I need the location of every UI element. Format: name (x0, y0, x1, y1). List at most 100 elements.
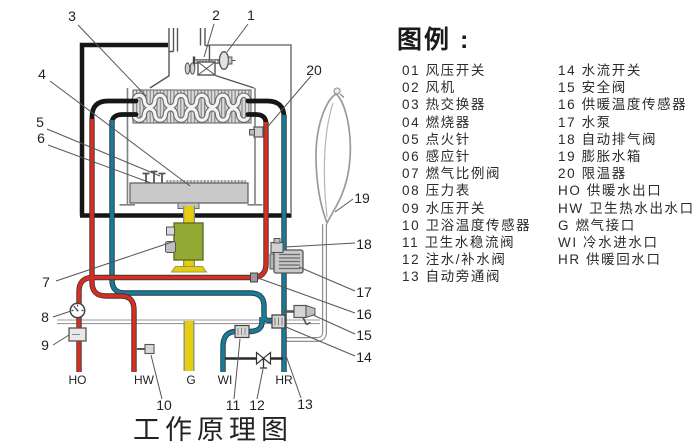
legend-item: 04 燃烧器 (402, 114, 471, 130)
legend-item: 16 供暖温度传感器 (558, 97, 688, 113)
legend-item: 14 水流开关 (558, 63, 642, 78)
leader-14 (285, 326, 356, 357)
cold-return-pipes (109, 115, 287, 372)
callout-5: 5 (36, 114, 44, 130)
leader-15 (312, 314, 356, 335)
limiter-icon (249, 126, 264, 138)
pressure-gauge-icon (69, 302, 86, 319)
callout-13: 13 (297, 396, 313, 412)
legend-item: HR 供暖回水口 (558, 252, 662, 268)
leader-10 (150, 354, 163, 400)
combustion-chamber (119, 88, 263, 206)
legend-item: 18 自动排气阀 (558, 131, 658, 147)
leader-7 (55, 240, 176, 282)
ignition-needles (142, 170, 166, 183)
leader-8 (52, 310, 72, 318)
figure-title: 工作原理图 (133, 415, 293, 445)
callout-19: 19 (354, 190, 370, 206)
bypass-line (225, 351, 283, 369)
legend-title: 图例 : (397, 26, 471, 54)
valve-coil-upper (166, 226, 175, 236)
leader-3 (77, 24, 147, 97)
fan-assembly (184, 51, 236, 76)
callout-1: 1 (247, 7, 255, 23)
callout-labels: 1 2 3 4 5 6 7 8 9 10 11 12 13 14 15 16 1… (36, 7, 372, 413)
burner-ports (166, 180, 246, 184)
legend-item: G 燃气接口 (558, 217, 636, 233)
tank-nipple (333, 87, 341, 95)
heating-temp-sensor-icon (250, 272, 258, 283)
fan-motor-box (197, 61, 216, 76)
port-label-g: G (186, 373, 195, 387)
draft-hood (149, 74, 255, 89)
heat-exchanger (131, 89, 252, 124)
gas-proportional-valve (173, 222, 204, 261)
callout-18: 18 (356, 236, 372, 252)
callout-8: 8 (41, 309, 49, 325)
leader-12 (256, 368, 264, 400)
callout-7: 7 (42, 274, 50, 290)
valve-coil-lower (165, 241, 176, 253)
callout-2: 2 (212, 7, 220, 23)
callout-10: 10 (156, 397, 172, 413)
port-label-wi: WI (218, 373, 233, 387)
leader-6 (47, 144, 152, 184)
port-label-hr: HR (275, 373, 293, 387)
legend-item: 09 水压开关 (402, 200, 486, 216)
legend-item: 20 限温器 (558, 166, 627, 182)
leader-11 (233, 338, 241, 400)
leader-17 (298, 266, 356, 292)
callout-15: 15 (356, 327, 372, 343)
callout-20: 20 (306, 62, 322, 78)
valve-stand (170, 266, 208, 273)
port-label-hw: HW (134, 373, 155, 387)
pipe-dhw-hot (90, 119, 136, 372)
callout-9: 9 (41, 337, 49, 353)
port-labels: HO HW G WI HR (69, 373, 293, 387)
callout-11: 11 (226, 397, 241, 413)
legend-item: 07 燃气比例阀 (402, 166, 502, 182)
pump-icon (269, 249, 304, 274)
legend-item: 01 风压开关 (402, 63, 486, 78)
legend-item: 13 自动旁通阀 (402, 269, 502, 285)
fan-icon (184, 62, 196, 75)
heating-hot-pipes (76, 119, 269, 372)
pipe-heating-supply (77, 122, 268, 372)
legend-item: 02 风机 (402, 80, 456, 96)
leader-20 (263, 75, 312, 132)
legend-item: HW 卫生热水出水口 (558, 200, 695, 216)
callout-4: 4 (38, 66, 46, 82)
wind-pressure-switch-icon (218, 51, 236, 70)
legend-item: 17 水泵 (558, 114, 612, 130)
leader-4 (49, 80, 191, 187)
legend-item: 03 热交换器 (402, 97, 486, 113)
boiler-schematic: 1 2 3 4 5 6 7 8 9 10 11 12 13 14 15 16 1… (36, 7, 372, 413)
leader-9 (52, 334, 70, 346)
callout-6: 6 (37, 130, 45, 146)
stabilizer-valve-icon (234, 324, 250, 339)
water-pressure-switch-icon (68, 327, 87, 342)
flow-switch-icon (271, 314, 286, 329)
expansion-tank (315, 87, 352, 226)
leader-19 (334, 198, 354, 213)
legend-item: 06 感应针 (402, 149, 471, 165)
safety-valve-icon (284, 304, 316, 326)
callout-3: 3 (68, 8, 76, 24)
hx-coil (131, 92, 252, 123)
dhw-temp-sensor-icon (137, 343, 155, 355)
leader-18 (284, 242, 356, 248)
legend-item: HO 供暖水出口 (558, 183, 663, 199)
callout-17: 17 (356, 284, 372, 300)
legend-item: 19 膨胀水箱 (558, 149, 642, 165)
callout-12: 12 (249, 397, 265, 413)
leader-13 (283, 349, 302, 399)
legend-item: 12 注水/补水阀 (402, 252, 507, 268)
callout-16: 16 (356, 306, 372, 322)
leader-lines (46, 23, 356, 400)
auto-air-vent-icon (270, 238, 284, 254)
legend-item: 10 卫浴温度传感器 (402, 217, 532, 233)
